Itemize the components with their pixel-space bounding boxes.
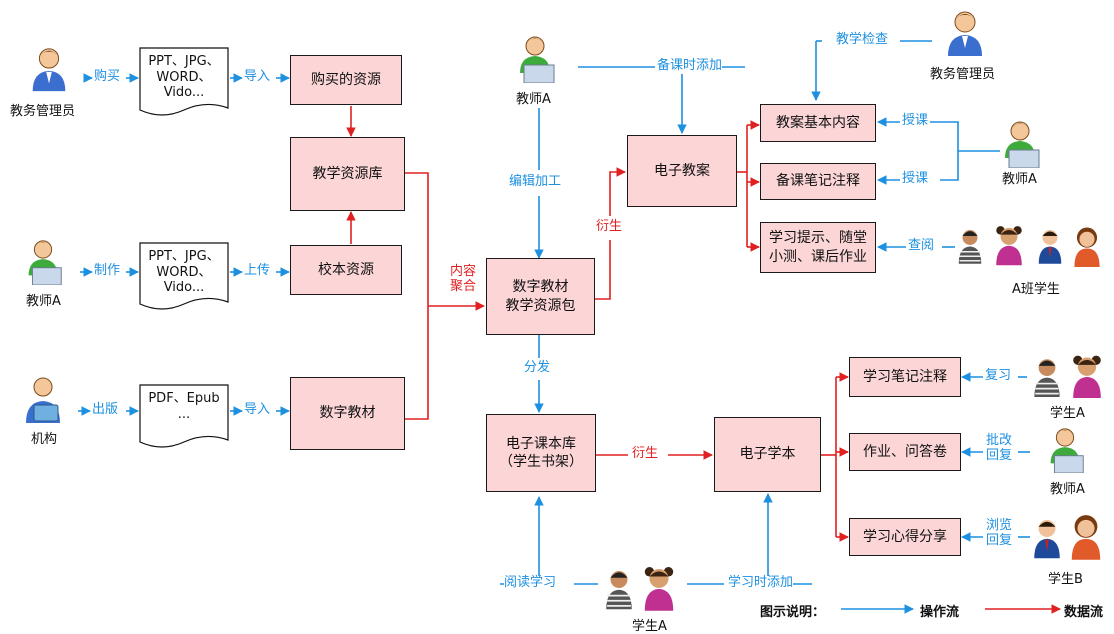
label-review-look: 查阅 [908,238,935,254]
student-girl2-icon [1074,227,1100,267]
teacher-right-icon [1004,121,1040,168]
teacher-top-icon [519,36,555,83]
label-publish: 出版 [92,402,119,418]
student-kid-icon [957,229,983,265]
doc-purchased: PPT、JPG、 WORD、 Vido... [148,54,220,101]
actor-institution: 机构 [31,432,58,447]
doc-shape-purchased [139,47,229,116]
label-add-study: 学习时添加 [728,575,794,591]
student-a-girl-icon [1073,355,1101,398]
box-study-share: 学习心得分享 [849,518,961,556]
label-edit-process: 编辑加工 [509,174,562,190]
label-import2: 导入 [244,402,271,418]
teacher-left-icon [28,240,62,285]
actor-teacher-right2: 教师A [1050,482,1085,497]
legend-operation-flow: 操作流 [920,605,960,620]
label-import1: 导入 [244,69,271,85]
label-derive2: 衍生 [632,446,659,462]
student-girl-icon [996,226,1022,266]
label-correct-reply: 批改 回复 [986,433,1013,464]
box-study-notes: 学习笔记注释 [849,357,961,397]
actor-admin-left: 教务管理员 [10,104,76,119]
label-review: 复习 [985,368,1012,384]
doc-shape-published [139,384,229,448]
box-homework: 作业、问答卷 [849,433,961,471]
doc-published: PDF、Epub ... [148,391,220,422]
actor-student-a-right: 学生A [1050,406,1085,421]
label-read-study: 阅读学习 [504,575,557,591]
admin-left-icon [32,48,66,92]
admin-right-icon [947,11,983,57]
label-browse-reply: 浏览 回复 [986,518,1013,549]
label-teach-check: 教学检查 [836,32,889,48]
label-teach1: 授课 [902,113,929,129]
actor-teacher-left: 教师A [26,294,61,309]
student-boy-icon [1038,230,1062,264]
student-b-boy-icon [1034,520,1060,559]
student-b-girl-icon [1071,515,1101,560]
box-plan-notes: 备课笔记注释 [760,163,876,200]
label-buy: 购买 [94,69,121,85]
student-a-bottom-kid-icon [605,570,633,610]
doc-shape-made [139,242,229,310]
box-plan-tips: 学习提示、随堂 小测、课后作业 [760,222,876,273]
actor-admin-right: 教务管理员 [930,67,996,82]
box-school-resources: 校本资源 [290,245,402,295]
box-resource-library: 教学资源库 [290,137,405,211]
legend-title: 图示说明： [760,605,826,620]
box-purchased-resources: 购买的资源 [290,55,402,105]
box-plan-basic: 教案基本内容 [760,104,876,142]
actor-class-students: A班学生 [1012,282,1060,297]
box-e-study-book: 电子学本 [714,417,821,492]
teacher-right2-icon [1050,428,1084,473]
actor-student-a-bottom: 学生A [632,619,667,634]
label-upload: 上传 [244,263,271,279]
label-derive1: 衍生 [596,219,623,235]
label-distribute: 分发 [524,360,551,376]
legend-data-flow: 数据流 [1064,605,1104,620]
label-make: 制作 [94,263,121,279]
label-teach2: 授课 [902,171,929,187]
doc-made: PPT、JPG、 WORD、 Vido... [148,249,220,296]
actor-student-b: 学生B [1048,572,1083,587]
label-add-prep: 备课时添加 [657,58,723,74]
box-e-textbook-library: 电子课本库 （学生书架） [486,414,596,492]
box-digital-textbook: 数字教材 [290,377,405,450]
box-e-lesson-plan: 电子教案 [627,135,737,207]
actor-teacher-top: 教师A [516,92,551,107]
box-digital-package: 数字教材 教学资源包 [486,258,595,335]
actor-teacher-right: 教师A [1002,172,1037,187]
institution-icon [25,377,61,424]
student-a-bottom-girl-icon [644,567,674,611]
label-content-aggregate: 内容 聚合 [450,264,477,295]
student-a-kid-icon [1033,358,1061,397]
